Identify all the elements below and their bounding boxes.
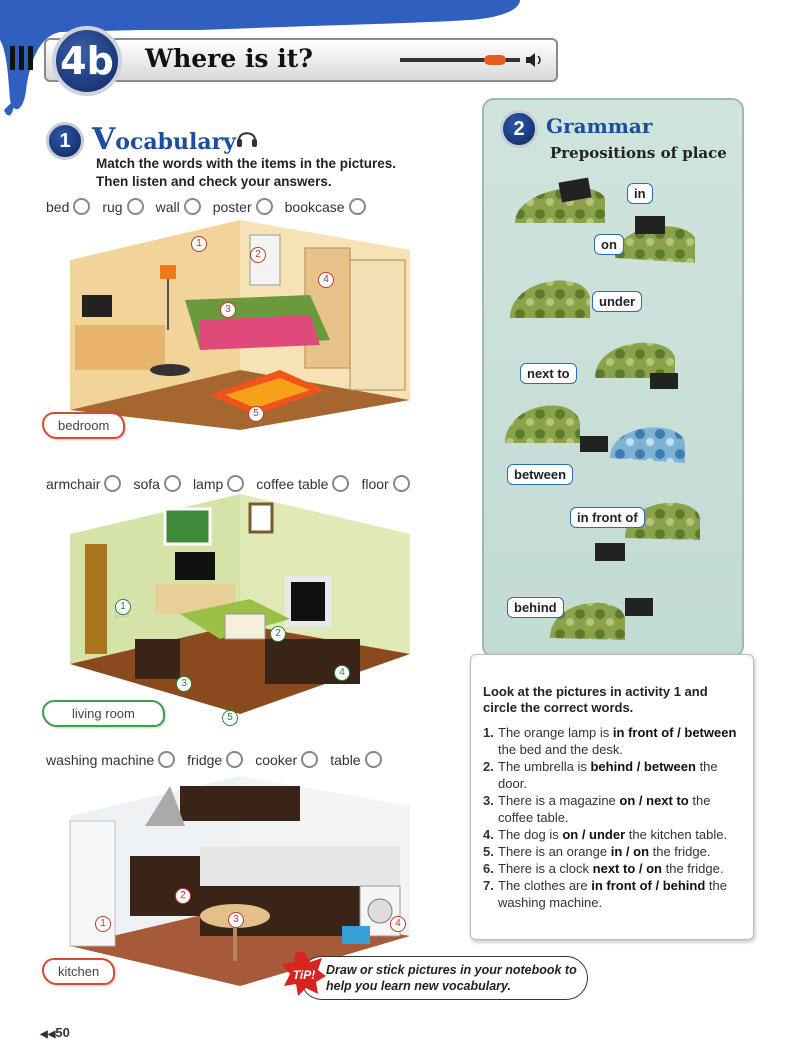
headphones-icon[interactable]: [236, 128, 258, 148]
bedroom-marker-5: 5: [248, 406, 264, 422]
kitchen-marker-4: 4: [390, 916, 406, 932]
vocabulary-heading: Vocabulary: [92, 122, 236, 157]
section-1-badge: 1: [46, 122, 84, 160]
preposition-behind: behind: [507, 597, 564, 618]
word-option: table: [330, 751, 382, 768]
exercise-item: 3.There is a magazine on / next to the c…: [483, 793, 711, 825]
preposition-between: between: [507, 464, 574, 485]
word-option: bed: [46, 198, 91, 215]
living-room-label: living room: [42, 700, 165, 727]
word-option: sofa: [133, 475, 181, 492]
bedroom-label: bedroom: [42, 412, 126, 439]
vocabulary-instructions: Match the words with the items in the pi…: [96, 156, 397, 189]
exercise-instructions: Look at the pictures in activity 1 and c…: [483, 684, 708, 715]
audio-slider[interactable]: [400, 50, 545, 70]
answer-choice[interactable]: behind / between: [590, 759, 696, 774]
kitchen-marker-3: 3: [228, 912, 244, 928]
word-option: armchair: [46, 475, 122, 492]
lesson-badge: 4b: [52, 26, 122, 96]
tip-badge-label: TiP!: [293, 968, 315, 982]
word-option: washing machine: [46, 751, 176, 768]
answer-circle[interactable]: [227, 475, 245, 492]
answer-circle[interactable]: [392, 475, 410, 492]
answer-circle[interactable]: [226, 751, 244, 768]
word-option: wall: [156, 198, 201, 215]
exercise-item: 7.The clothes are in front of / behind t…: [483, 878, 727, 910]
exercise-box: [470, 654, 754, 940]
answer-choice[interactable]: next to / on: [592, 861, 662, 876]
exercise-list: 1.The orange lamp is in front of / betwe…: [483, 724, 745, 911]
grammar-subtitle: Prepositions of place: [550, 144, 727, 162]
living-room-marker-1: 1: [115, 599, 131, 615]
bedroom-word-row: bed rug wall poster bookcase: [46, 198, 378, 215]
kitchen-marker-2: 2: [175, 888, 191, 904]
answer-circle[interactable]: [158, 751, 176, 768]
answer-choice[interactable]: on / next to: [619, 793, 689, 808]
header-stripes: [10, 46, 37, 75]
answer-choice[interactable]: on / under: [562, 827, 626, 842]
word-option: cooker: [255, 751, 319, 768]
bedroom-illustration: [70, 220, 410, 430]
answer-circle[interactable]: [301, 751, 319, 768]
word-option: floor: [361, 475, 410, 492]
word-option: poster: [213, 198, 273, 215]
living-room-marker-2: 2: [270, 626, 286, 642]
word-option: bookcase: [285, 198, 366, 215]
bedroom-marker-3: 3: [220, 302, 236, 318]
living-room-illustration: [70, 494, 410, 714]
kitchen-label: kitchen: [42, 958, 116, 985]
grammar-heading: Grammar: [546, 114, 653, 138]
bedroom-marker-1: 1: [191, 236, 207, 252]
preposition-next-to: next to: [520, 363, 577, 384]
answer-circle[interactable]: [104, 475, 122, 492]
living-room-word-row: armchair sofa lamp coffee table floor: [46, 475, 422, 492]
living-room-marker-5: 5: [222, 710, 238, 726]
page-title: Where is it?: [145, 44, 313, 73]
rewind-icon[interactable]: ◀◀: [40, 1029, 56, 1040]
answer-circle[interactable]: [163, 475, 181, 492]
word-option: lamp: [193, 475, 245, 492]
preposition-in: in: [627, 183, 653, 204]
section-2-badge: 2: [500, 110, 538, 148]
answer-circle[interactable]: [255, 198, 273, 215]
kitchen-word-row: washing machine fridge cooker table: [46, 751, 394, 768]
preposition-in-front-of: in front of: [570, 507, 645, 528]
word-option: fridge: [187, 751, 244, 768]
tip-text: Draw or stick pictures in your notebook …: [326, 963, 577, 993]
living-room-marker-3: 3: [176, 676, 192, 692]
tip-bubble: [300, 956, 588, 1000]
kitchen-marker-1: 1: [95, 916, 111, 932]
answer-choice[interactable]: in front of / between: [612, 725, 737, 740]
bedroom-marker-2: 2: [250, 247, 266, 263]
tip-badge: TiP!: [282, 952, 326, 996]
page-number: ◀◀50: [40, 1025, 70, 1040]
answer-choice[interactable]: in front of / behind: [591, 878, 706, 893]
cap-illustrations: [505, 177, 700, 640]
speaker-icon: [526, 53, 541, 67]
answer-circle[interactable]: [183, 198, 201, 215]
exercise-item: 4.The dog is on / under the kitchen tabl…: [483, 827, 728, 842]
word-option: coffee table: [256, 475, 350, 492]
exercise-item: 5.There is an orange in / on the fridge.: [483, 844, 711, 859]
bedroom-marker-4: 4: [318, 272, 334, 288]
answer-circle[interactable]: [73, 198, 91, 215]
exercise-item: 2.The umbrella is behind / between the d…: [483, 759, 718, 791]
answer-circle[interactable]: [332, 475, 350, 492]
answer-circle[interactable]: [126, 198, 144, 215]
living-room-marker-4: 4: [334, 665, 350, 681]
kitchen-illustration: [69, 776, 410, 986]
exercise-item: 6.There is a clock next to / on the frid…: [483, 861, 724, 876]
exercise-item: 1.The orange lamp is in front of / betwe…: [483, 725, 737, 757]
preposition-on: on: [594, 234, 624, 255]
answer-choice[interactable]: in / on: [610, 844, 650, 859]
preposition-under: under: [592, 291, 643, 312]
word-option: rug: [102, 198, 144, 215]
answer-circle[interactable]: [348, 198, 366, 215]
answer-circle[interactable]: [364, 751, 382, 768]
